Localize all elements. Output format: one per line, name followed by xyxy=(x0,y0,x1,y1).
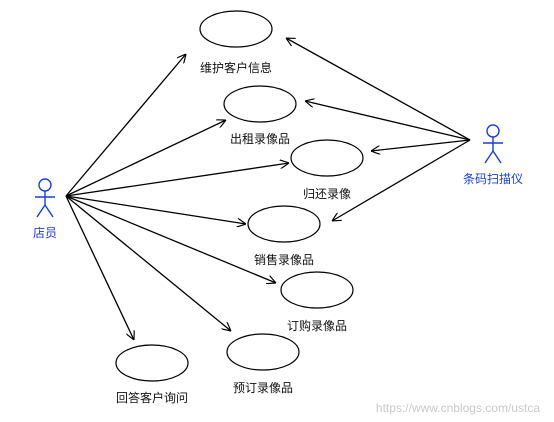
use-case-ellipse[interactable] xyxy=(280,271,354,309)
actor-label: 条码扫描仪 xyxy=(463,172,523,186)
association-arrow-clerk-sell xyxy=(65,195,246,224)
use-case-label: 归还录像 xyxy=(303,187,351,201)
use-case-label: 维护客户信息 xyxy=(200,60,272,75)
use-case-sell[interactable]: 销售录像品 xyxy=(247,205,321,267)
association-arrow-scanner-return xyxy=(371,139,471,151)
use-case-ellipse[interactable] xyxy=(199,10,273,48)
use-case-ellipse[interactable] xyxy=(115,344,189,382)
association-arrow-clerk-maintain xyxy=(65,54,186,197)
association-arrow-clerk-order xyxy=(65,195,276,283)
use-case-ellipse[interactable] xyxy=(226,333,300,371)
use-case-ellipse[interactable] xyxy=(290,139,364,177)
use-case-order[interactable]: 订购录像品 xyxy=(280,271,354,333)
association-arrow-clerk-reserve xyxy=(65,195,231,331)
actor-clerk[interactable]: 店员 xyxy=(33,178,57,240)
use-case-return[interactable]: 归还录像 xyxy=(290,139,364,201)
use-case-ellipse[interactable] xyxy=(223,85,297,123)
association-arrow-scanner-rent xyxy=(305,101,471,141)
association-arrow-scanner-maintain xyxy=(286,38,471,141)
stick-figure-icon xyxy=(35,178,55,218)
association-arrow-scanner-sell xyxy=(332,139,471,221)
use-case-answer[interactable]: 回答客户询问 xyxy=(115,344,189,405)
stick-figure-icon xyxy=(483,124,503,164)
use-case-label: 回答客户询问 xyxy=(116,390,188,405)
use-case-rent[interactable]: 出租录像品 xyxy=(223,85,297,146)
use-case-label: 预订录像品 xyxy=(233,381,293,395)
association-arrow-clerk-rent xyxy=(65,120,226,197)
watermark: https://www.cnblogs.com/ustca xyxy=(376,401,540,415)
actor-label: 店员 xyxy=(33,226,57,240)
association-arrow-clerk-return xyxy=(65,163,289,197)
use-case-maintain[interactable]: 维护客户信息 xyxy=(199,10,273,75)
use-case-label: 订购录像品 xyxy=(287,318,347,333)
use-case-label: 销售录像品 xyxy=(254,252,314,267)
actor-scanner[interactable]: 条码扫描仪 xyxy=(463,124,523,186)
association-arrow-clerk-answer xyxy=(65,195,134,340)
association-lines xyxy=(65,38,471,340)
use-case-ellipse[interactable] xyxy=(247,205,321,243)
use-case-label: 出租录像品 xyxy=(230,132,290,146)
use-case-reserve[interactable]: 预订录像品 xyxy=(226,333,300,395)
